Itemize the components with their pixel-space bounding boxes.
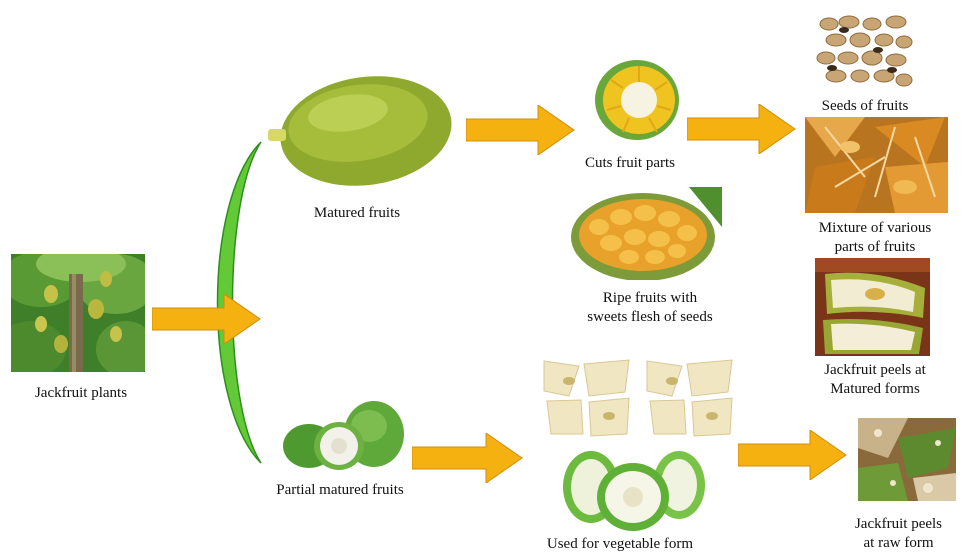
vegetable-jackfruit-pieces-photo-1 bbox=[539, 356, 635, 438]
arrow-partial-to-vegetable bbox=[412, 433, 524, 483]
jackfruit-plants-label: Jackfruit plants bbox=[11, 384, 151, 403]
cut-jackfruit-photo bbox=[587, 58, 680, 143]
peels-raw-label-line2: at raw form bbox=[830, 534, 967, 553]
partial-matured-fruits-label: Partial matured fruits bbox=[255, 481, 425, 500]
jackfruit-seeds-photo bbox=[814, 12, 914, 91]
seeds-label: Seeds of fruits bbox=[800, 97, 930, 116]
ripe-jackfruit-flesh-photo bbox=[569, 187, 722, 280]
peels-matured-label-line1: Jackfruit peels at bbox=[795, 361, 955, 380]
ripe-fruits-label: Ripe fruits with sweets flesh of seeds bbox=[565, 289, 735, 327]
ripe-fruits-label-line2: sweets flesh of seeds bbox=[565, 308, 735, 327]
arrow-vegetable-to-raw-peels bbox=[738, 430, 848, 480]
peels-raw-label-line1: Jackfruit peels bbox=[830, 515, 967, 534]
vegetable-jackfruit-photo bbox=[561, 447, 706, 532]
matured-fruits-label: Matured fruits bbox=[258, 204, 456, 223]
cuts-fruit-parts-label: Cuts fruit parts bbox=[565, 154, 695, 173]
peels-matured-label: Jackfruit peels at Matured forms bbox=[795, 361, 955, 399]
mixture-label-line1: Mixture of various bbox=[790, 219, 960, 238]
jackfruit-tree-photo bbox=[11, 254, 145, 372]
whole-jackfruit-photo bbox=[258, 67, 456, 191]
arrow-cut-to-products bbox=[687, 104, 797, 154]
vegetable-jackfruit-pieces-photo-2 bbox=[642, 356, 738, 438]
raw-peel-photo bbox=[858, 418, 956, 501]
matured-peel-photo bbox=[815, 258, 930, 356]
jackfruit-parts-mixture-photo bbox=[805, 117, 948, 213]
green-jackfruit-cut-photo bbox=[279, 398, 405, 470]
arrow-matured-to-cut bbox=[466, 105, 576, 155]
arrow-plants-to-fruits bbox=[152, 294, 262, 344]
ripe-fruits-label-line1: Ripe fruits with bbox=[565, 289, 735, 308]
peels-raw-label: Jackfruit peels at raw form bbox=[830, 515, 967, 553]
mixture-label: Mixture of various parts of fruits bbox=[790, 219, 960, 257]
mixture-label-line2: parts of fruits bbox=[790, 238, 960, 257]
peels-matured-label-line2: Matured forms bbox=[795, 380, 955, 399]
vegetable-label: Used for vegetable form bbox=[525, 535, 715, 554]
